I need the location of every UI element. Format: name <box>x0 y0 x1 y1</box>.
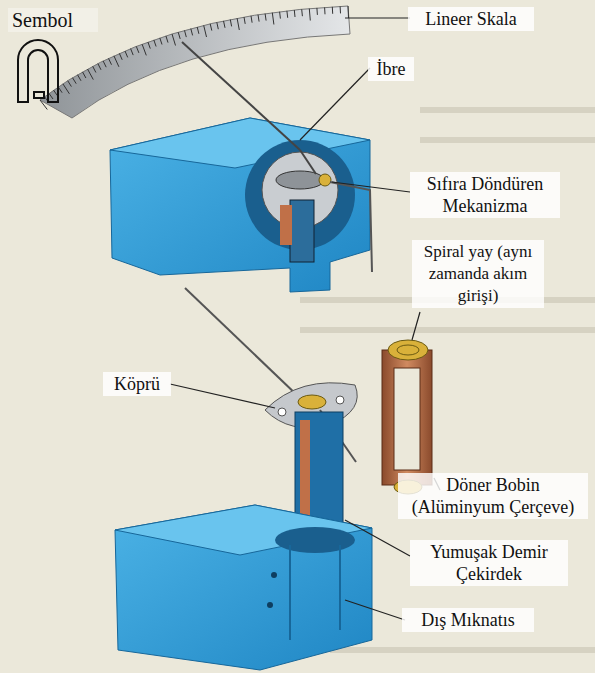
scale-tick <box>191 29 193 36</box>
outer-magnet <box>115 505 372 670</box>
scale-tick <box>148 42 150 49</box>
scale-tick <box>294 10 296 17</box>
scale-tick <box>348 6 350 18</box>
scale-tick <box>265 14 266 21</box>
scale-tick <box>286 11 288 18</box>
part-label: İbre <box>368 57 414 81</box>
scale-tick <box>197 27 199 34</box>
scale-tick <box>172 34 176 46</box>
part-label: Lineer Skala <box>408 7 534 31</box>
scale-tick <box>114 56 119 67</box>
scale-tick <box>83 72 86 78</box>
scale-tick <box>244 17 245 24</box>
scale-tick <box>301 9 303 16</box>
scale-tick <box>154 40 156 47</box>
symbol-label: Sembol <box>8 8 98 32</box>
scale-tick <box>78 75 82 81</box>
part-label: Köprü <box>103 372 171 396</box>
leader-line <box>300 68 370 140</box>
part-label: Spiral yay (aynı zamanda akım girişi) <box>412 240 544 308</box>
leader-line <box>332 182 410 192</box>
magnet-symbol <box>18 40 58 102</box>
scale-tick <box>98 64 101 70</box>
scale-tick <box>340 6 341 13</box>
scale-tick <box>237 18 239 30</box>
scale-tick <box>40 100 47 110</box>
scale-tick <box>224 21 226 28</box>
leader-line <box>412 312 420 340</box>
scale-tick <box>332 7 333 14</box>
scale-tick <box>166 36 168 43</box>
part-label: Döner Bobin (Alüminyum Çerçeve) <box>398 473 588 519</box>
scale-tick <box>324 7 325 14</box>
scale-tick <box>73 78 77 84</box>
scale-tick <box>316 8 318 15</box>
scale-tick <box>54 90 58 96</box>
scale-tick <box>103 61 106 67</box>
scale-tick <box>160 38 162 45</box>
scale-tick <box>230 20 231 27</box>
scale-tick <box>185 30 187 37</box>
moving-coil <box>382 340 432 494</box>
scale-tick <box>136 46 139 53</box>
part-label: Sıfıra Döndüren Mekanizma <box>410 172 560 218</box>
scale-tick <box>272 13 274 25</box>
scale-tick <box>119 53 122 59</box>
scale-tick <box>63 84 70 94</box>
leader-line <box>345 520 410 556</box>
scale-tick <box>279 12 281 19</box>
part-label: Dış Mıknatıs <box>402 608 534 632</box>
scale-tick <box>178 32 180 39</box>
scale-tick <box>68 81 72 87</box>
scale-tick <box>251 16 252 23</box>
scale-tick <box>258 15 259 22</box>
scale-tick <box>142 44 146 55</box>
scale-tick <box>204 25 207 37</box>
scale-tick <box>109 58 112 64</box>
scale-tick <box>309 9 310 21</box>
scale-tick <box>125 51 128 57</box>
scale-tick <box>49 93 53 99</box>
scale-tick <box>217 22 219 29</box>
scale-tick <box>88 69 94 80</box>
leader-line <box>345 600 405 620</box>
scale-tick <box>93 66 96 72</box>
scale-tick <box>210 24 212 31</box>
leader-line <box>170 384 275 408</box>
leader-line <box>345 17 410 18</box>
upper-assembly <box>110 42 372 292</box>
part-label: Yumuşak Demir Çekirdek <box>410 540 568 586</box>
scale-tick <box>131 49 134 56</box>
